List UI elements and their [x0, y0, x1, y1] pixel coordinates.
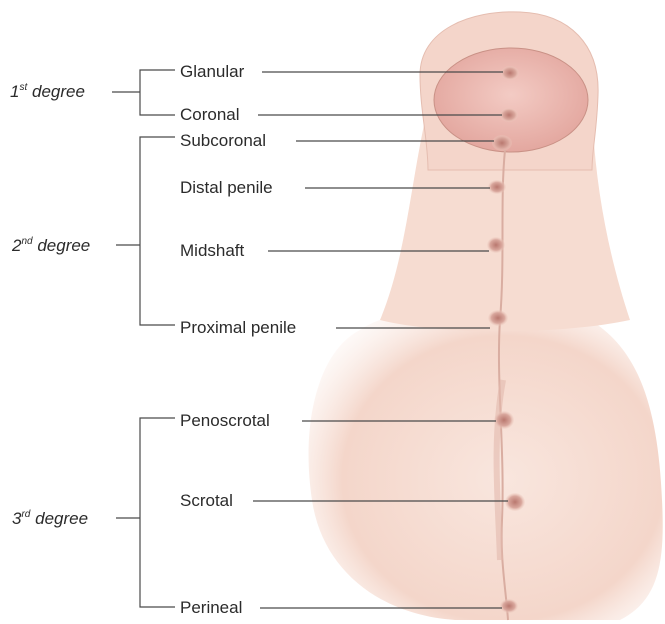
- meatus-coronal: [500, 108, 518, 122]
- label-glanular: Glanular: [180, 62, 245, 81]
- label-midshaft: Midshaft: [180, 241, 245, 260]
- degree-brackets: [112, 70, 175, 607]
- glans-shape: [434, 48, 588, 152]
- bracket-2nd-degree: [116, 137, 175, 325]
- anatomy-illustration: [309, 12, 663, 620]
- label-distal-penile: Distal penile: [180, 178, 273, 197]
- meatus-midshaft: [487, 237, 505, 253]
- label-scrotal: Scrotal: [180, 491, 233, 510]
- label-perineal: Perineal: [180, 598, 242, 617]
- scrotum-shape: [309, 306, 663, 620]
- degree-labels: 1st degree 2nd degree 3rd degree: [10, 82, 90, 528]
- meatus-glanular: [501, 66, 519, 80]
- bracket-3rd-degree: [116, 418, 175, 607]
- label-coronal: Coronal: [180, 105, 240, 124]
- meatus-scrotal: [505, 493, 525, 511]
- meatus-proximal-penile: [488, 310, 508, 326]
- meatus-perineal: [500, 599, 518, 613]
- bracket-1st-degree: [112, 70, 175, 115]
- degree-label-3rd: 3rd degree: [12, 509, 88, 528]
- degree-label-1st: 1st degree: [10, 82, 85, 101]
- meatus-penoscrotal: [494, 411, 514, 429]
- label-penoscrotal: Penoscrotal: [180, 411, 270, 430]
- meatus-distal-penile: [488, 180, 506, 194]
- label-proximal-penile: Proximal penile: [180, 318, 296, 337]
- label-subcoronal: Subcoronal: [180, 131, 266, 150]
- location-labels: Glanular Coronal Subcoronal Distal penil…: [180, 62, 296, 617]
- meatus-subcoronal: [492, 135, 512, 151]
- degree-label-2nd: 2nd degree: [11, 236, 90, 255]
